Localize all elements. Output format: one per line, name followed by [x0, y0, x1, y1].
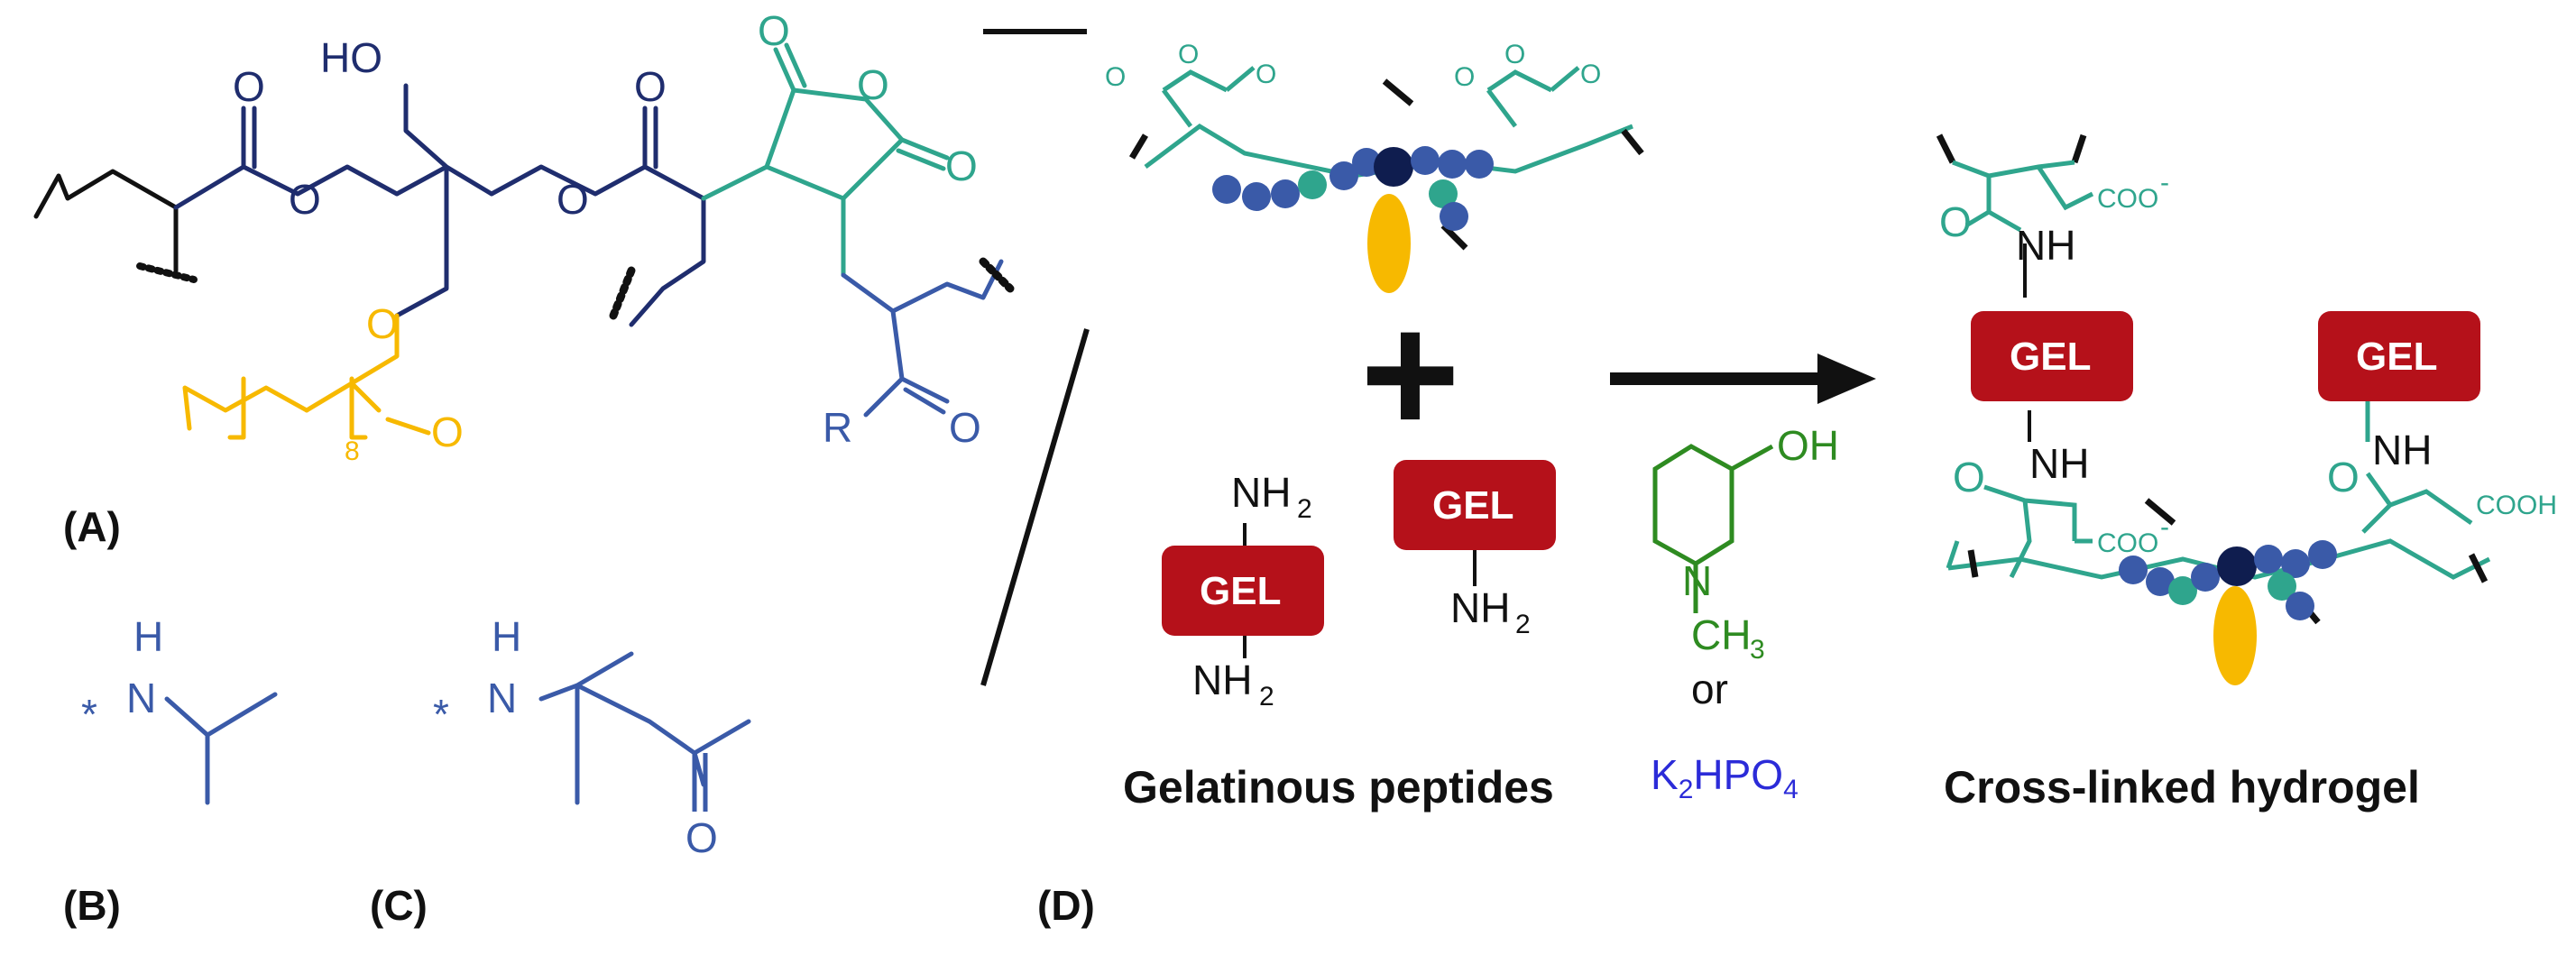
core-node-product — [2217, 546, 2257, 586]
n-label: N — [1682, 557, 1712, 604]
o-anhydride-top: O — [758, 7, 790, 54]
b-star: * — [81, 691, 97, 738]
anh-o-4: O — [1454, 62, 1475, 92]
o-yellow-carbonyl: O — [431, 409, 464, 455]
nh-right: NH — [2372, 427, 2432, 473]
anh-o-5: O — [1504, 40, 1525, 69]
structure-a-labels: HO O O O O O O O O O 8 R O — [233, 7, 981, 466]
methyl-wave — [136, 262, 198, 283]
reaction-arrow — [1610, 354, 1876, 404]
nh2-top: NH — [1231, 469, 1291, 516]
o-anhydride-right: O — [945, 142, 978, 189]
svg-text:COO: COO — [2097, 184, 2158, 214]
yellow-oval-reactant — [1367, 194, 1411, 293]
o-carbonyl-mid: O — [634, 63, 667, 110]
plus-sign: + — [1360, 279, 1460, 470]
or-label: or — [1691, 666, 1728, 712]
ho-label: HO — [320, 34, 382, 81]
o-carbonyl-left: O — [233, 63, 265, 110]
o-ester-left: O — [289, 176, 321, 223]
nh2-bottom: NH — [1192, 657, 1252, 703]
core-node-reactant — [1374, 147, 1413, 187]
piperidinol: OH N CH 3 or K2HPO4 — [1651, 422, 1839, 804]
c-star: * — [433, 691, 449, 738]
yellow-oval-product — [2213, 586, 2257, 685]
structure-c: * H N O — [433, 613, 751, 861]
backbone-left — [33, 169, 179, 219]
hydrogel-labels: COO - O NH NH O COO - NH O COOH — [1939, 168, 2557, 558]
svg-text:3: 3 — [1750, 635, 1765, 665]
k2hpo4: K2HPO4 — [1651, 751, 1799, 804]
anh-o-3: O — [1256, 60, 1276, 89]
panel-label-a: (A) — [63, 503, 121, 550]
svg-text:O: O — [1939, 198, 1972, 245]
structure-a — [33, 42, 1015, 440]
nh2-mono: NH — [1450, 584, 1510, 631]
svg-text:2: 2 — [1259, 682, 1274, 712]
gel-diamine: GEL NH 2 NH 2 — [1162, 469, 1324, 712]
gel-monoamine: GEL NH 2 — [1394, 460, 1556, 639]
o-anhydride-ring: O — [857, 61, 889, 108]
c-o-ketone: O — [685, 814, 718, 861]
nh-top: NH — [2016, 222, 2075, 269]
svg-text:-: - — [2160, 512, 2169, 542]
ch3-label: CH — [1691, 611, 1751, 658]
hydrogel-beads — [2119, 540, 2337, 685]
panel-label-b: (B) — [63, 882, 121, 929]
svg-text:O: O — [1953, 454, 1985, 500]
subscript-8: 8 — [345, 436, 360, 466]
svg-text:2: 2 — [1515, 610, 1531, 639]
panel-label-d: (D) — [1037, 882, 1095, 929]
caption-gelatinous-peptides: Gelatinous peptides — [1123, 762, 1554, 813]
r-label: R — [823, 404, 852, 451]
hydrogel-gel-boxes: GEL GEL — [1971, 311, 2480, 401]
gel-box-2: GEL — [1432, 483, 1513, 528]
c-h: H — [492, 613, 521, 660]
o-amide: O — [949, 404, 981, 451]
c-n: N — [487, 675, 517, 721]
caption-cross-linked-hydrogel: Cross-linked hydrogel — [1944, 762, 2420, 813]
anh-o-2: O — [1178, 40, 1199, 69]
cooh-label: COOH — [2476, 491, 2557, 520]
nh-mid: NH — [2029, 440, 2089, 487]
anh-o-6: O — [1580, 60, 1601, 89]
svg-text:COO: COO — [2097, 528, 2158, 558]
svg-text:O: O — [2327, 454, 2360, 500]
o-yellow-ring: O — [366, 300, 399, 347]
oh-label: OH — [1777, 422, 1839, 469]
svg-text:2: 2 — [1297, 494, 1312, 524]
b-h: H — [133, 613, 163, 660]
o-ester-mid: O — [557, 176, 589, 223]
panel-label-c: (C) — [370, 882, 428, 929]
reactant-polymer: O O O O O O — [1105, 40, 1644, 293]
hydrogel-product — [1936, 133, 2491, 625]
b-n: N — [126, 675, 156, 721]
anh-o-1: O — [1105, 62, 1126, 92]
divider-diagonal — [980, 328, 1090, 686]
gel-box-3: GEL — [2010, 335, 2091, 379]
structure-b: * H N — [81, 613, 278, 805]
gel-box-4: GEL — [2356, 335, 2437, 379]
svg-text:-: - — [2160, 168, 2169, 197]
gel-box-1: GEL — [1200, 569, 1281, 613]
